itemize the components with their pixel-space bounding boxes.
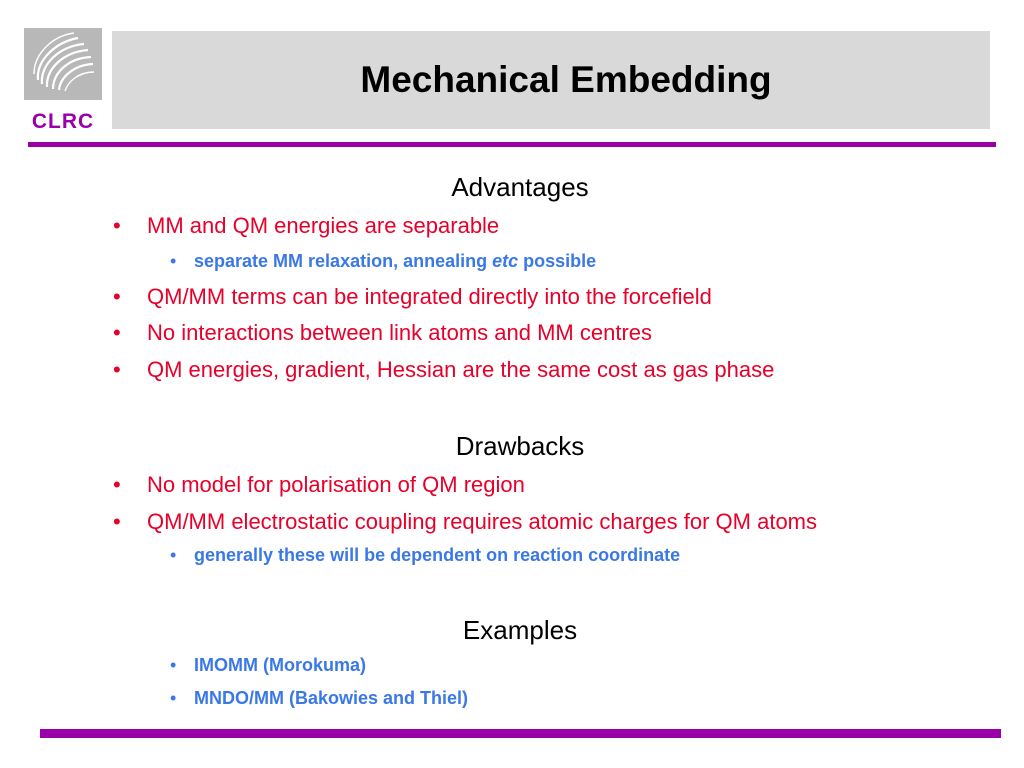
drawback-item-2: QM/MM electrostatic coupling requires at…	[147, 509, 818, 534]
bottom-divider	[40, 729, 1001, 738]
examples-heading: Examples	[462, 615, 578, 645]
list-item: • separate MM relaxation, annealing etc p…	[170, 251, 596, 272]
drawbacks-heading: Drawbacks	[455, 431, 585, 461]
title-band: Mechanical Embedding	[112, 31, 990, 129]
bullet-icon: •	[170, 545, 177, 565]
bullet-icon: •	[113, 509, 121, 534]
bullet-icon: •	[113, 357, 121, 382]
bullet-icon: •	[170, 688, 177, 708]
list-item: • QM/MM electrostatic coupling requires a…	[113, 509, 817, 535]
clrc-logo: CLRC	[18, 28, 108, 133]
bullet-icon: •	[113, 472, 121, 497]
bullet-icon: •	[113, 284, 121, 309]
drawback-item-1: No model for polarisation of QM region	[147, 472, 525, 497]
bullet-icon: •	[170, 251, 177, 271]
example-item-2: MNDO/MM (Bakowies and Thiel)	[194, 688, 469, 708]
logo-text: CLRC	[32, 110, 94, 132]
advantage-item-2: QM/MM terms can be integrated directly i…	[147, 284, 712, 309]
bullet-icon: •	[113, 320, 121, 345]
bullet-icon: •	[170, 655, 177, 675]
clrc-logo-mark: CLRC	[24, 28, 102, 133]
advantage-item-1: MM and QM energies are separable	[147, 213, 500, 238]
list-item: • MNDO/MM (Bakowies and Thiel)	[170, 688, 468, 709]
advantage-item-4: QM energies, gradient, Hessian are the s…	[147, 357, 775, 382]
list-item: • MM and QM energies are separable	[113, 213, 499, 239]
advantage-subitem-italic: etc	[492, 251, 519, 271]
bullet-icon: •	[113, 213, 121, 238]
advantage-item-3: No interactions between link atoms and M…	[147, 320, 653, 345]
drawback-subitem: generally these will be dependent on rea…	[194, 545, 681, 565]
top-divider	[28, 142, 996, 147]
list-item: • generally these will be dependent on re…	[170, 545, 680, 566]
list-item: • QM/MM terms can be integrated directly …	[113, 284, 712, 310]
list-item: • No model for polarisation of QM region	[113, 472, 525, 498]
list-item: • QM energies, gradient, Hessian are the …	[113, 357, 774, 383]
advantage-subitem-before: separate MM relaxation, annealing	[194, 251, 493, 271]
advantage-subitem-after: possible	[518, 251, 597, 271]
page-title: Mechanical Embedding	[360, 59, 772, 100]
advantages-heading: Advantages	[451, 172, 589, 202]
list-item: • No interactions between link atoms and …	[113, 320, 652, 346]
example-item-1: IMOMM (Morokuma)	[194, 655, 366, 675]
list-item: • IMOMM (Morokuma)	[170, 655, 366, 676]
